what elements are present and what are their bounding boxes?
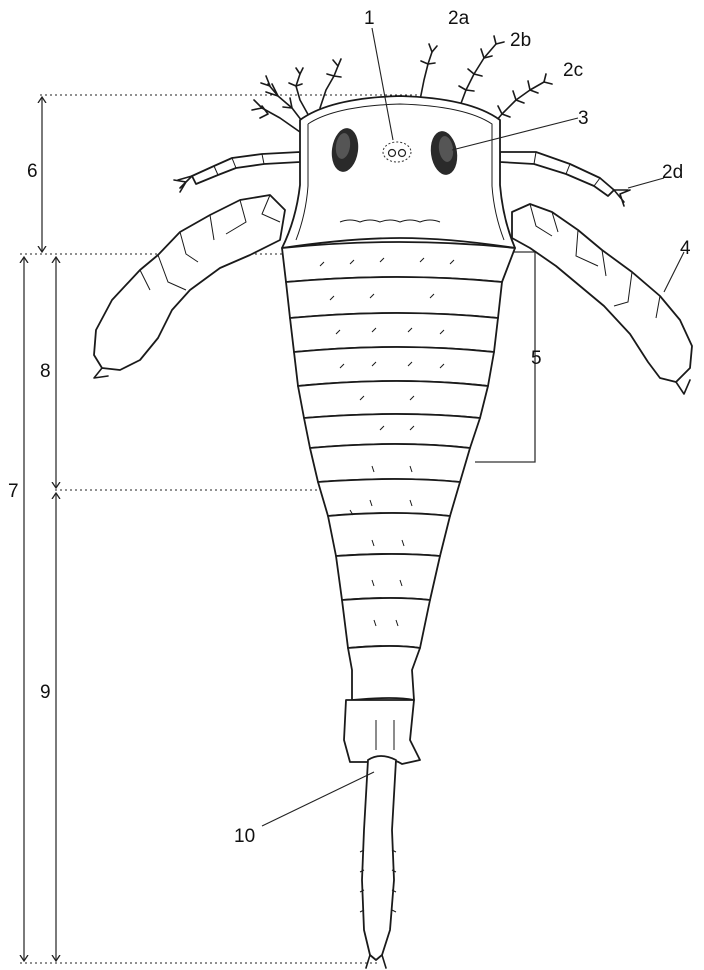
label-8: 8: [40, 361, 51, 382]
label-2a: 2a: [448, 8, 470, 29]
opisthosoma: [282, 242, 515, 764]
label-3: 3: [578, 108, 589, 129]
label-10: 10: [234, 826, 255, 847]
label-9: 9: [40, 682, 51, 703]
label-2d: 2d: [662, 162, 683, 183]
label-7: 7: [8, 481, 19, 502]
label-2c: 2c: [563, 60, 583, 81]
telson: [360, 756, 396, 968]
label-4: 4: [680, 238, 691, 259]
label-2b: 2b: [510, 30, 531, 51]
label-1: 1: [364, 8, 375, 29]
label-5: 5: [531, 348, 542, 369]
label-6: 6: [27, 161, 38, 182]
prosoma: [282, 96, 515, 248]
